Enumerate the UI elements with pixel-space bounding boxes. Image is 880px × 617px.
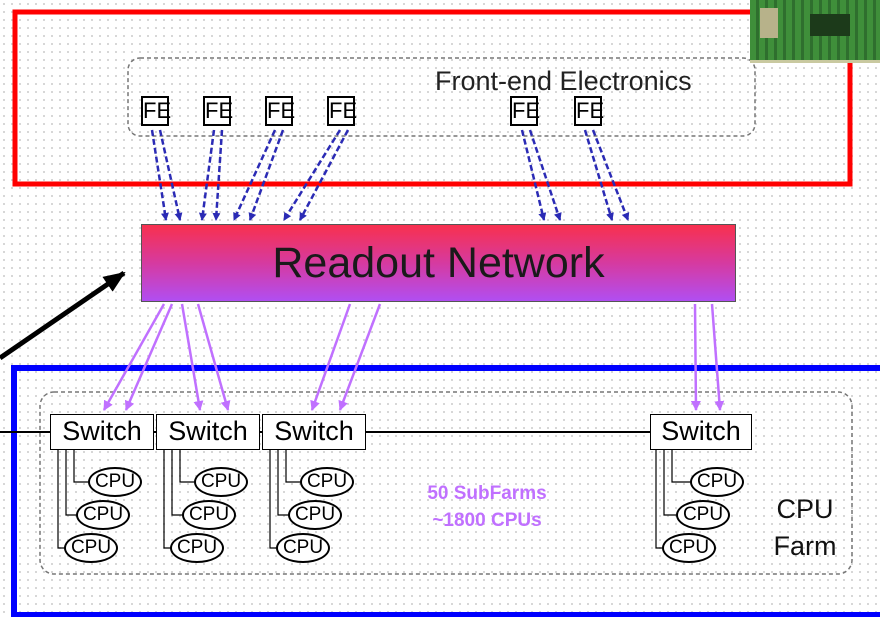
cpu-tree	[57, 450, 88, 549]
cpu-tree	[269, 450, 300, 549]
cpu-node: CPU	[76, 500, 130, 530]
switch-box: Switch	[156, 414, 260, 450]
switch-link	[690, 303, 701, 411]
fe-links	[150, 129, 630, 221]
cpu-node: CPU	[288, 500, 342, 530]
cpu-node: CPU	[64, 533, 118, 563]
cpu-node: CPU	[300, 467, 354, 497]
fe-link	[591, 129, 630, 221]
fe-link	[298, 129, 350, 221]
fe-module: FE	[574, 96, 604, 126]
cpu-node: CPU	[676, 500, 730, 530]
farm-group-outline	[39, 391, 853, 575]
fe-link	[282, 129, 342, 221]
readout-network: Readout Network	[141, 224, 736, 302]
fe-module: FE	[203, 96, 233, 126]
switch-link	[180, 303, 204, 411]
fe-link	[583, 129, 614, 221]
fe-link	[198, 129, 216, 221]
cpu-count-label: ~1800 CPUs	[432, 510, 542, 531]
cpu-tree-lines	[57, 450, 690, 549]
switch-box: Switch	[262, 414, 366, 450]
fe-module: FE	[265, 96, 295, 126]
fe-module: FE	[510, 96, 540, 126]
switch-box: Switch	[650, 414, 752, 450]
switch-link	[310, 303, 352, 411]
cpu-tree	[655, 450, 690, 549]
switch-link	[196, 303, 231, 411]
cpu-node: CPU	[690, 467, 744, 497]
subfarm-count-label: 50 SubFarms	[427, 483, 547, 504]
cpu-node: CPU	[194, 467, 248, 497]
fe-link	[248, 129, 285, 221]
cpu-farm-label-line1: CPU	[776, 494, 834, 524]
cpu-node: CPU	[276, 533, 330, 563]
fe-module: FE	[141, 96, 171, 126]
frontend-group-outline	[127, 57, 756, 137]
switch-link	[102, 303, 166, 411]
switch-box: Switch	[50, 414, 154, 450]
switch-links	[102, 303, 725, 411]
cpu-node: CPU	[662, 533, 716, 563]
cpu-node: CPU	[170, 533, 224, 563]
switch-link	[124, 303, 174, 411]
fe-link	[150, 129, 169, 221]
frontend-frame	[12, 9, 853, 187]
fe-link	[158, 129, 183, 221]
cpu-node: CPU	[182, 500, 236, 530]
cpu-farm-label-line2: Farm	[773, 531, 837, 561]
cpu-node: CPU	[88, 467, 142, 497]
fe-module: FE	[327, 96, 357, 126]
farm-frame	[11, 365, 880, 617]
fe-link	[232, 129, 277, 221]
fe-link	[520, 129, 547, 221]
pcb-board-photo	[750, 0, 880, 63]
fe-link	[528, 129, 562, 221]
cpu-tree	[163, 450, 194, 549]
fe-link	[212, 129, 224, 221]
switch-link	[338, 303, 382, 411]
readout-arrow	[0, 270, 126, 361]
frontend-title: Front-end Electronics	[435, 66, 692, 96]
switch-link	[710, 303, 725, 411]
